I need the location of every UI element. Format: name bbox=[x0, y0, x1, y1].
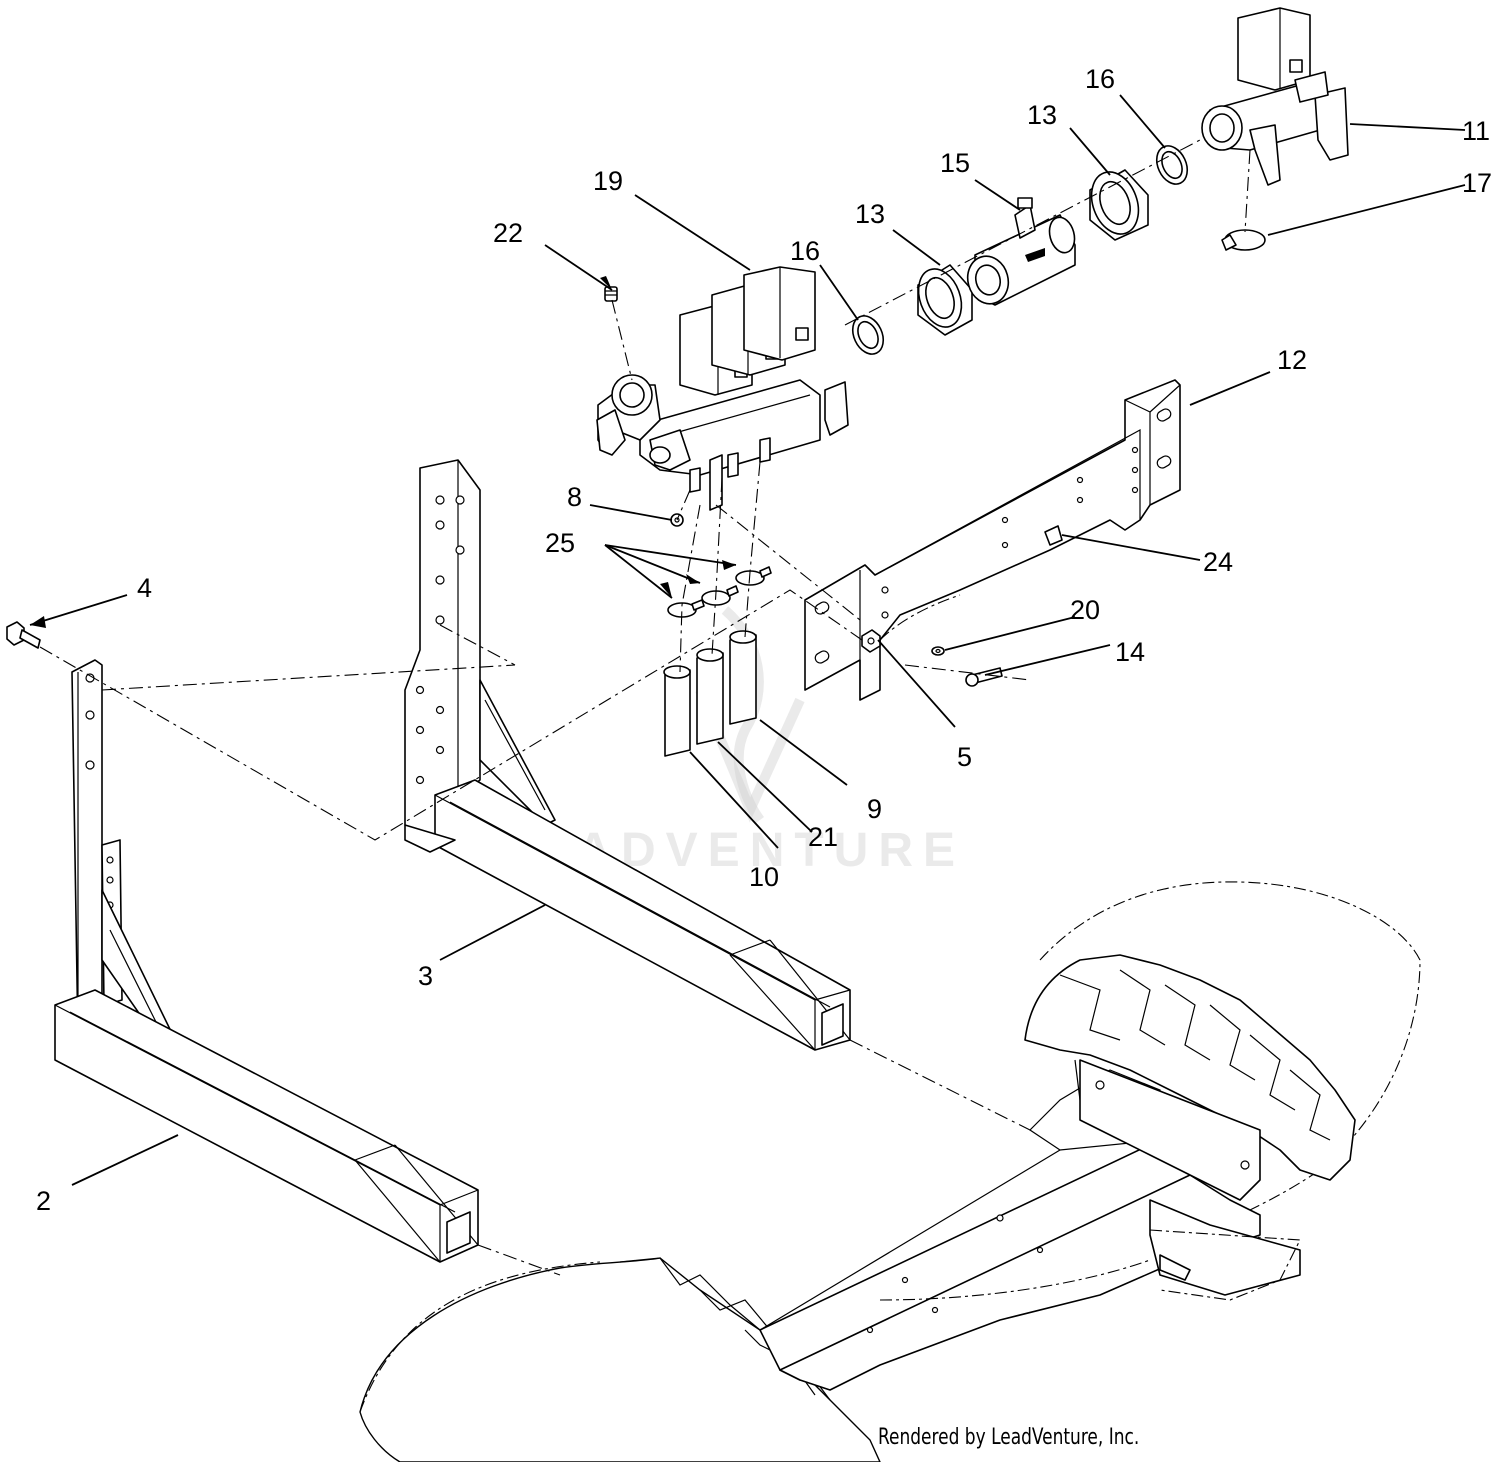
part-16-oring-left bbox=[851, 315, 885, 355]
callout-14: 14 bbox=[1115, 637, 1145, 667]
part-13-coupling-nut-right bbox=[1089, 169, 1149, 241]
callout-3: 3 bbox=[418, 961, 433, 991]
callout-19: 19 bbox=[593, 166, 623, 196]
render-credit: Rendered by LeadVenture, Inc. bbox=[878, 1425, 1140, 1450]
callout-21: 21 bbox=[808, 822, 838, 852]
part-22-fitting bbox=[604, 286, 618, 302]
callout-17: 17 bbox=[1462, 168, 1492, 198]
callout-11: 11 bbox=[1462, 116, 1490, 146]
callout-9: 9 bbox=[867, 794, 882, 824]
callout-22: 22 bbox=[493, 218, 523, 248]
callout-16-right: 16 bbox=[1085, 64, 1115, 94]
part-12-mounting-bracket bbox=[804, 379, 1181, 701]
part-20-washer bbox=[931, 646, 945, 656]
part-4-bolt bbox=[6, 621, 41, 649]
callout-13-left: 13 bbox=[855, 199, 885, 229]
callout-15: 15 bbox=[940, 148, 970, 178]
part-25-hose-clamps bbox=[667, 566, 772, 618]
part-17-hose-clamp bbox=[1221, 229, 1266, 251]
part-5-nut bbox=[861, 629, 881, 653]
callout-4: 4 bbox=[137, 573, 152, 603]
callout-16-left: 16 bbox=[790, 236, 820, 266]
part-2-stand-left bbox=[54, 659, 479, 1263]
callout-10: 10 bbox=[749, 862, 779, 892]
leader-lines bbox=[29, 94, 1466, 1186]
part-14-screw bbox=[965, 667, 1003, 687]
callout-20: 20 bbox=[1070, 595, 1100, 625]
callout-8: 8 bbox=[567, 482, 582, 512]
part-13-coupling-nut-left bbox=[917, 264, 973, 336]
part-21-hose bbox=[696, 648, 724, 745]
part-16-oring-right bbox=[1155, 145, 1189, 185]
callout-13-right: 13 bbox=[1027, 100, 1057, 130]
axle-fender-assembly bbox=[359, 881, 1421, 1462]
part-11-valve bbox=[1201, 7, 1349, 186]
part-19-valve-manifold bbox=[596, 266, 849, 511]
callout-5: 5 bbox=[957, 742, 972, 772]
part-10-hose bbox=[663, 665, 691, 757]
assembly-centerlines bbox=[39, 139, 1251, 1276]
part-9-hose bbox=[729, 630, 757, 725]
part-24-clip bbox=[1044, 525, 1063, 546]
callout-2: 2 bbox=[36, 1186, 51, 1216]
callout-12: 12 bbox=[1277, 345, 1307, 375]
callout-25: 25 bbox=[545, 528, 575, 558]
part-15-flow-body bbox=[966, 197, 1076, 306]
callout-labels: 2 3 4 5 8 9 10 11 12 13 13 14 15 16 16 1… bbox=[36, 64, 1492, 1216]
callout-24: 24 bbox=[1203, 547, 1233, 577]
